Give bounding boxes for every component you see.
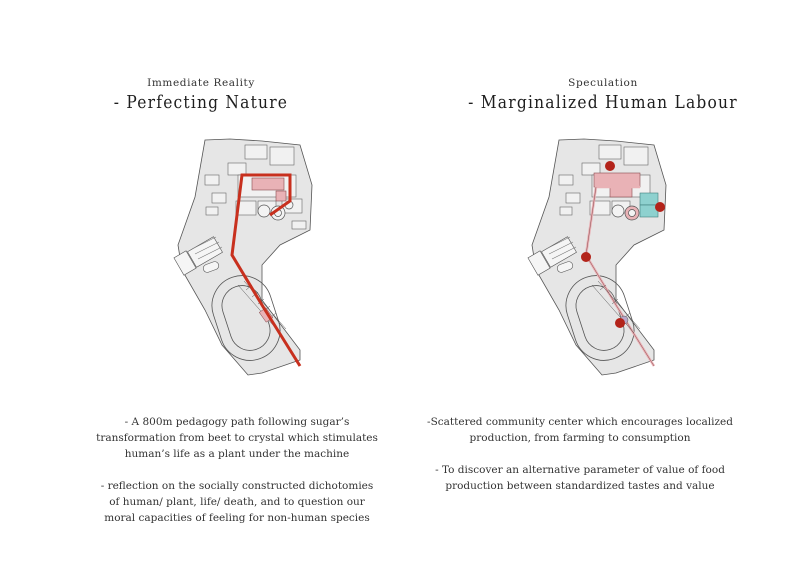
community-marker-4 — [615, 318, 625, 328]
pedagogy-path — [230, 173, 302, 367]
left-paragraph-2: - reflection on the socially constructed… — [100, 480, 374, 524]
community-markers — [581, 161, 665, 328]
community-marker-3 — [581, 252, 591, 262]
right-paragraph-1: -Scattered community center which encour… — [427, 416, 733, 444]
title-marginalized-human-labour: - Marginalized Human Labour — [468, 92, 738, 113]
subtitle-immediate-reality: Immediate Reality — [147, 77, 255, 89]
description-left: - A 800m pedagogy path following sugar’s… — [96, 414, 378, 542]
teal-tanks — [639, 192, 659, 218]
panel-speculation: Speculation - Marginalized Human Labour — [402, 0, 804, 569]
rail-strip — [591, 280, 641, 334]
community-marker-1 — [605, 161, 615, 171]
panel-immediate-reality: Immediate Reality - Perfecting Nature — [96, 77, 378, 542]
tanks — [611, 204, 640, 221]
pink-buildings — [251, 177, 287, 202]
right-paragraph-2: - To discover an alternative parameter o… — [435, 464, 725, 492]
pink-buildings — [593, 172, 641, 198]
mid-buildings — [173, 236, 223, 276]
left-paragraph-1: - A 800m pedagogy path following sugar’s… — [96, 416, 378, 460]
site-plan-left — [173, 138, 313, 376]
description-right: -Scattered community center which encour… — [424, 414, 736, 510]
subtitle-speculation: Speculation — [568, 77, 638, 89]
site-plan-right — [527, 138, 667, 376]
community-marker-2 — [655, 202, 665, 212]
title-perfecting-nature: - Perfecting Nature — [113, 92, 289, 113]
mid-buildings — [527, 236, 577, 276]
